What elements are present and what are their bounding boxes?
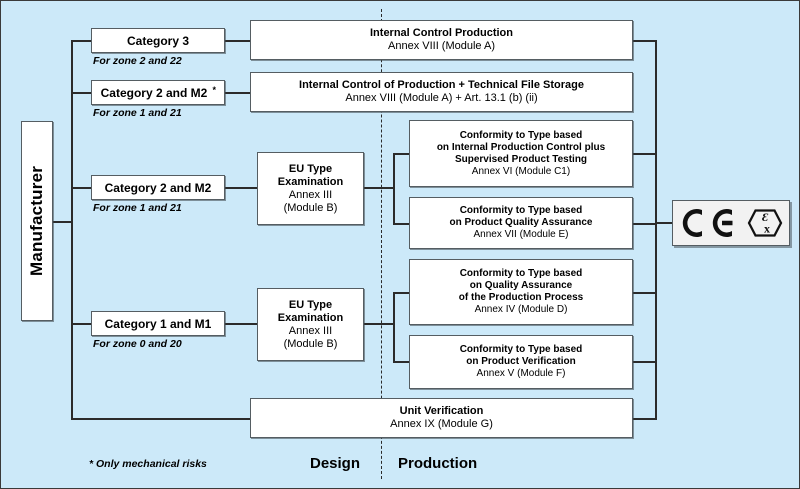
svg-text:Ɛ: Ɛ xyxy=(762,210,769,224)
eu-type-2-line-3: Annex III xyxy=(288,324,333,337)
category-asterisk-2: * xyxy=(212,85,216,95)
module-c1-line-2: on Internal Production Control plus xyxy=(436,141,606,153)
eu-type-2-line-1: EU Type xyxy=(288,298,333,311)
production-module-box-f[interactable]: Conformity to Type based on Product Veri… xyxy=(409,335,633,389)
connector-category-3-eutype xyxy=(224,187,257,189)
category-label-3: Category 2 and M2 xyxy=(104,180,212,195)
module-d-annex: Annex IV (Module D) xyxy=(474,304,568,315)
production-module-box-c1[interactable]: Conformity to Type based on Internal Pro… xyxy=(409,120,633,187)
module-a-tfs-line-1: Internal Control of Production + Technic… xyxy=(299,79,584,91)
category-label-1: Category 3 xyxy=(126,33,190,48)
production-module-box-e[interactable]: Conformity to Type based on Product Qual… xyxy=(409,197,633,249)
connector-eutype-1-out xyxy=(363,187,394,189)
category-box-4[interactable]: Category 1 and M1 xyxy=(91,311,225,336)
module-f-annex: Annex V (Module F) xyxy=(476,368,566,379)
connector-eutype-2-out xyxy=(363,323,394,325)
right-vertical-bus xyxy=(655,40,657,419)
connector-module-e-right xyxy=(632,223,657,225)
module-a-line-1: Internal Control Production xyxy=(370,27,513,39)
eu-type-line-4: (Module B) xyxy=(283,201,338,214)
connector-manufacturer-bus xyxy=(52,221,73,223)
module-f-line-2: on Product Verification xyxy=(466,356,576,367)
module-c1-line-1: Conformity to Type based xyxy=(459,129,583,141)
module-d-line-3: of the Production Process xyxy=(458,292,584,303)
connector-category-1-module xyxy=(224,40,251,42)
module-e-line-2: on Product Quality Assurance xyxy=(449,217,593,228)
module-d-line-1: Conformity to Type based xyxy=(459,268,583,279)
connector-bus-unit-verification xyxy=(71,418,251,420)
production-module-box-g[interactable]: Unit Verification Annex IX (Module G) xyxy=(250,398,633,438)
ce-ex-marking-box[interactable]: Ɛ x xyxy=(672,200,790,246)
manufacturer-label: Manufacturer xyxy=(27,165,46,277)
module-c1-line-3: Supervised Product Testing xyxy=(454,153,588,165)
production-module-box-internal-control-tfs[interactable]: Internal Control of Production + Technic… xyxy=(250,72,633,112)
module-a-annex: Annex VIII (Module A) xyxy=(388,40,495,52)
connector-bus-category-3 xyxy=(71,187,92,189)
connector-bus-category-1 xyxy=(71,40,92,42)
category-label-4: Category 1 and M1 xyxy=(104,316,212,331)
module-g-annex: Annex IX (Module G) xyxy=(390,418,493,430)
category-label-2: Category 2 and M2 xyxy=(100,85,208,100)
ce-ex-marking-icon: Ɛ x xyxy=(682,209,783,237)
connector-module-g-right xyxy=(632,418,657,420)
connector-module-d-right xyxy=(632,292,657,294)
module-g-line-1: Unit Verification xyxy=(399,405,484,417)
connector-branch-module-d xyxy=(393,292,410,294)
eutype-1-branch-bus xyxy=(393,153,395,224)
production-module-box-d[interactable]: Conformity to Type based on Quality Assu… xyxy=(409,259,633,325)
connector-category-4-eutype xyxy=(224,323,257,325)
connector-module-c1-right xyxy=(632,153,657,155)
design-production-divider xyxy=(381,9,382,479)
eu-type-examination-box-2[interactable]: EU Type Examination Annex III (Module B) xyxy=(257,288,364,361)
eu-type-examination-box-1[interactable]: EU Type Examination Annex III (Module B) xyxy=(257,152,364,225)
eu-type-2-line-4: (Module B) xyxy=(283,337,338,350)
module-d-line-2: on Quality Assurance xyxy=(469,280,573,291)
connector-bus-category-2 xyxy=(71,92,92,94)
module-e-line-1: Conformity to Type based xyxy=(459,205,583,216)
eutype-2-branch-bus xyxy=(393,292,395,362)
phase-label-production: Production xyxy=(398,455,478,472)
connector-branch-module-c1 xyxy=(393,153,410,155)
svg-text:x: x xyxy=(764,222,770,236)
manufacturer-box[interactable]: Manufacturer xyxy=(21,121,53,321)
category-zone-3: For zone 1 and 21 xyxy=(93,202,182,214)
module-e-annex: Annex VII (Module E) xyxy=(473,229,569,240)
connector-module-a-right xyxy=(632,40,657,42)
connector-right-bus-ce xyxy=(655,222,674,224)
eu-type-line-3: Annex III xyxy=(288,188,333,201)
connector-module-f-right xyxy=(632,361,657,363)
footnote-mechanical-risks: * Only mechanical risks xyxy=(89,458,207,470)
production-module-box-internal-control[interactable]: Internal Control Production Annex VIII (… xyxy=(250,20,633,60)
module-c1-annex: Annex VI (Module C1) xyxy=(471,165,571,177)
connector-bus-category-4 xyxy=(71,323,92,325)
category-box-1[interactable]: Category 3 xyxy=(91,28,225,53)
module-f-line-1: Conformity to Type based xyxy=(459,344,583,355)
eu-type-line-1: EU Type xyxy=(288,162,333,175)
phase-label-design: Design xyxy=(310,455,361,472)
category-zone-2: For zone 1 and 21 xyxy=(93,107,182,119)
eu-type-2-line-2: Examination xyxy=(277,311,344,324)
category-box-2[interactable]: Category 2 and M2 * xyxy=(91,80,225,105)
module-a-tfs-annex: Annex VIII (Module A) + Art. 13.1 (b) (i… xyxy=(345,92,538,104)
connector-branch-module-e xyxy=(393,223,410,225)
eu-type-line-2: Examination xyxy=(277,175,344,188)
category-zone-1: For zone 2 and 22 xyxy=(93,55,182,67)
category-box-3[interactable]: Category 2 and M2 xyxy=(91,175,225,200)
left-vertical-bus xyxy=(71,40,73,420)
category-zone-4: For zone 0 and 20 xyxy=(93,338,182,350)
connector-branch-module-f xyxy=(393,361,410,363)
connector-category-2-module xyxy=(224,92,251,94)
